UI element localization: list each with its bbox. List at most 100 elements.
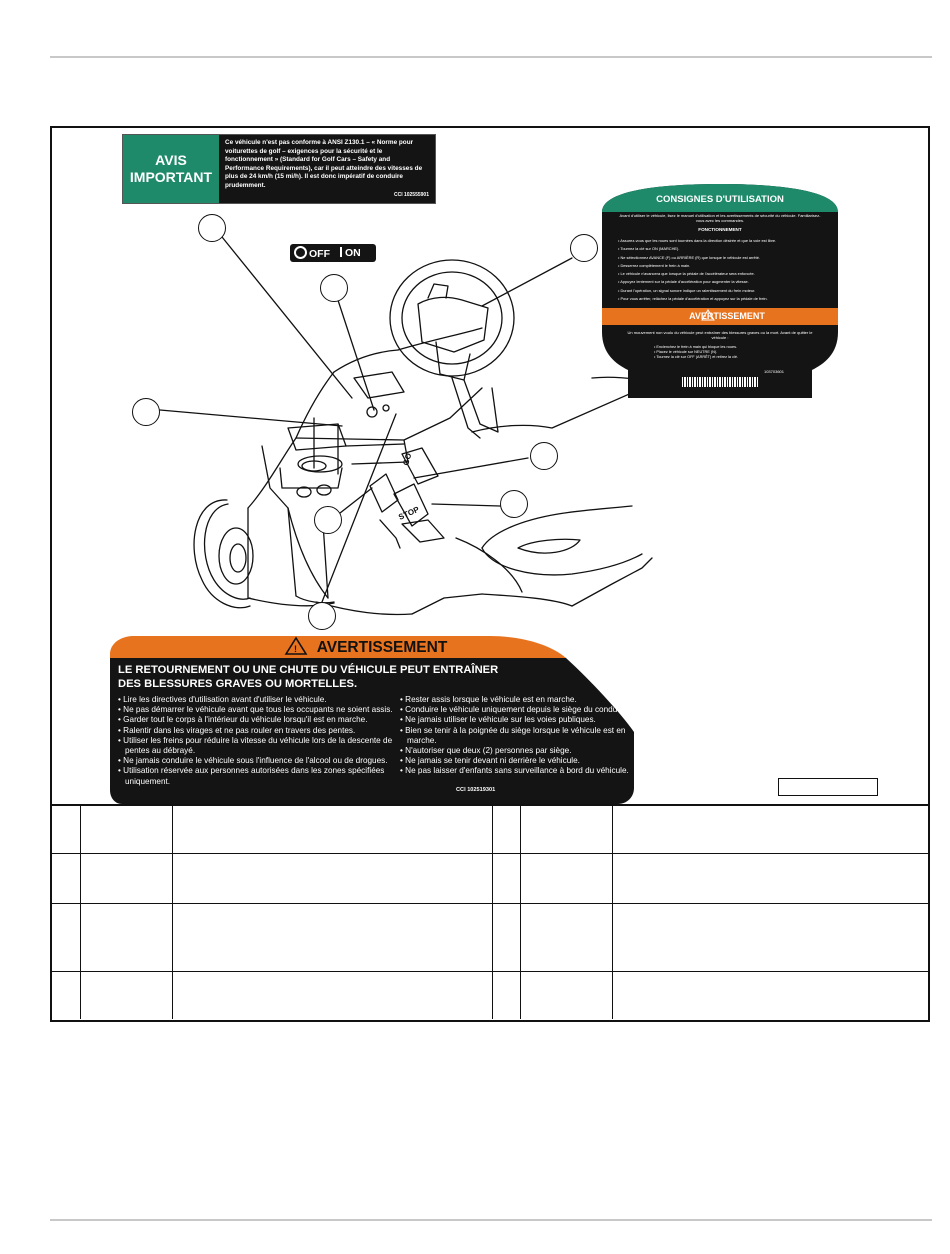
table-cell: [519, 902, 613, 972]
off-on-label: OFF ON: [290, 244, 376, 262]
table-cell: [519, 970, 613, 1019]
consignes-warning-list: Enclenchez le frein à main qui bloque le…: [654, 345, 804, 360]
table-cell: [79, 902, 173, 972]
table-cell: [611, 970, 928, 1019]
table-row: [52, 970, 928, 1019]
consignes-warning-text-title: AVERTISSEMENT: [689, 311, 765, 321]
consignes-list: Assurez-vous que les roues sont tournées…: [618, 237, 828, 303]
table-cell: [491, 804, 521, 854]
list-item: Durant l'opération, un signal sonore ind…: [618, 287, 828, 295]
avertissement-headline: LE RETOURNEMENT OU UNE CHUTE DU VÉHICULE…: [118, 663, 558, 691]
table-cell: [52, 804, 81, 854]
top-rule: [50, 56, 932, 58]
table-row: [52, 852, 928, 904]
list-item: Pour vous arrêter, relâchez la pédale d'…: [618, 295, 828, 303]
list-item: Ne jamais utiliser le véhicule sur les v…: [400, 715, 640, 725]
on-bar-icon: [340, 247, 342, 257]
avis-important-label: AVIS IMPORTANT Ce véhicule n'est pas con…: [122, 134, 436, 204]
callout-6: [500, 490, 528, 518]
table-cell: [519, 852, 613, 904]
legend-table: [52, 804, 928, 1019]
table-cell: [171, 970, 493, 1019]
on-text: ON: [345, 247, 361, 259]
table-cell: [611, 804, 928, 854]
table-cell: [52, 902, 81, 972]
consignes-subtitle: FONCTIONNEMENT: [698, 227, 742, 232]
list-item: Placez le véhicule sur NEUTRE (N).: [654, 350, 804, 355]
avis-title-line2: IMPORTANT: [129, 169, 213, 185]
list-item: Utilisation réservée aux personnes autor…: [118, 766, 408, 786]
avertissement-title: AVERTISSEMENT: [110, 639, 634, 657]
barcode: [682, 377, 758, 387]
svg-text:!: !: [294, 644, 297, 654]
consignes-code: 103703601: [763, 369, 784, 374]
off-text: OFF: [309, 248, 330, 260]
list-item: Rester assis lorsque le véhicule est en …: [400, 695, 640, 705]
headline-line2: DES BLESSURES GRAVES OU MORTELLES.: [118, 678, 358, 690]
avertissement-code: CCI 102519301: [456, 787, 496, 793]
avis-code: CCI 102555901: [393, 192, 429, 199]
list-item: Appuyez lentement sur la pédale d'accélé…: [618, 278, 828, 286]
avis-title-line1: AVIS: [155, 152, 187, 168]
on-text-wrap: ON: [340, 247, 361, 259]
list-item: Ne jamais se tenir devant ni derrière le…: [400, 756, 640, 766]
bottom-rule: [50, 1219, 932, 1221]
avis-body: Ce véhicule n'est pas conforme à ANSI Z1…: [219, 135, 435, 203]
go-pedal-text: GO: [401, 452, 413, 466]
list-item: Garder tout le corps à l'intérieur du vé…: [118, 715, 408, 725]
table-cell: [519, 804, 613, 854]
consignes-intro: Avant d'utiliser le véhicule, lisez le m…: [619, 213, 821, 224]
off-ring-icon: [294, 246, 307, 259]
figure-frame: STOP GO AVIS IMPORTANT Ce véhicule n'est…: [50, 126, 930, 1022]
off-text-wrap: OFF: [294, 246, 330, 260]
callout-2: [320, 274, 348, 302]
table-cell: [52, 970, 81, 1019]
list-item: Ralentir dans les virages et ne pas roul…: [118, 726, 408, 736]
list-item: N'autoriser que deux (2) personnes par s…: [400, 746, 640, 756]
consignes-title: CONSIGNES D'UTILISATION: [656, 194, 784, 205]
avis-body-text: Ce véhicule n'est pas conforme à ANSI Z1…: [225, 139, 423, 189]
list-item: Assurez-vous que les roues sont tournées…: [618, 237, 828, 245]
list-item: Ne sélectionnez AVANCE (F) ou ARRIÈRE (R…: [618, 254, 828, 262]
avertissement-left-list: Lire les directives d'utilisation avant …: [118, 695, 408, 787]
callout-5: [530, 442, 558, 470]
table-cell: [79, 852, 173, 904]
table-cell: [171, 804, 493, 854]
table-cell: [171, 902, 493, 972]
table-cell: [52, 852, 81, 904]
list-item: Tournez la clé sur OFF (ARRÊT) et retire…: [654, 355, 804, 360]
callout-7: [314, 506, 342, 534]
figure-id-box: [778, 778, 878, 796]
avertissement-title-text: AVERTISSEMENT: [316, 639, 448, 656]
table-row: [52, 804, 928, 854]
table-cell: [611, 852, 928, 904]
callout-8: [308, 602, 336, 630]
list-item: Bien se tenir à la poignée du siège lors…: [400, 726, 640, 746]
table-cell: [611, 902, 928, 972]
avertissement-right-list: Rester assis lorsque le véhicule est en …: [400, 695, 640, 777]
list-item: Ne pas démarrer le véhicule avant que to…: [118, 705, 408, 715]
list-item: Desserrez complètement le frein à main.: [618, 262, 828, 270]
callout-4: [132, 398, 160, 426]
avertissement-label: ! AVERTISSEMENT LE RETOURNEMENT OU UNE C…: [110, 636, 637, 804]
table-cell: [79, 970, 173, 1019]
list-item: Ne jamais conduire le véhicule sous l'in…: [118, 756, 408, 766]
list-item: Enclenchez le frein à main qui bloque le…: [654, 345, 804, 350]
golf-car-illustration: STOP GO: [159, 231, 653, 616]
consignes-label: CONSIGNES D'UTILISATION Avant d'utiliser…: [602, 182, 838, 398]
callout-3: [570, 234, 598, 262]
consignes-warning-text: Un mouvement non voulu du véhicule peut …: [627, 330, 813, 340]
table-cell: [171, 852, 493, 904]
headline-line1: LE RETOURNEMENT OU UNE CHUTE DU VÉHICULE…: [118, 664, 499, 676]
table-row: [52, 902, 928, 972]
consignes-warning-title: AVERTISSEMENT: [602, 311, 838, 321]
list-item: Conduire le véhicule uniquement depuis l…: [400, 705, 640, 715]
list-item: Lire les directives d'utilisation avant …: [118, 695, 408, 705]
list-item: Le véhicule n'avancera que lorsque la pé…: [618, 270, 828, 278]
list-item: Tournez la clé sur ON (MARCHE).: [618, 245, 828, 253]
table-cell: [491, 902, 521, 972]
avis-title-block: AVIS IMPORTANT: [123, 135, 219, 203]
table-cell: [79, 804, 173, 854]
list-item: Utiliser les freins pour réduire la vite…: [118, 736, 408, 756]
table-cell: [491, 970, 521, 1019]
